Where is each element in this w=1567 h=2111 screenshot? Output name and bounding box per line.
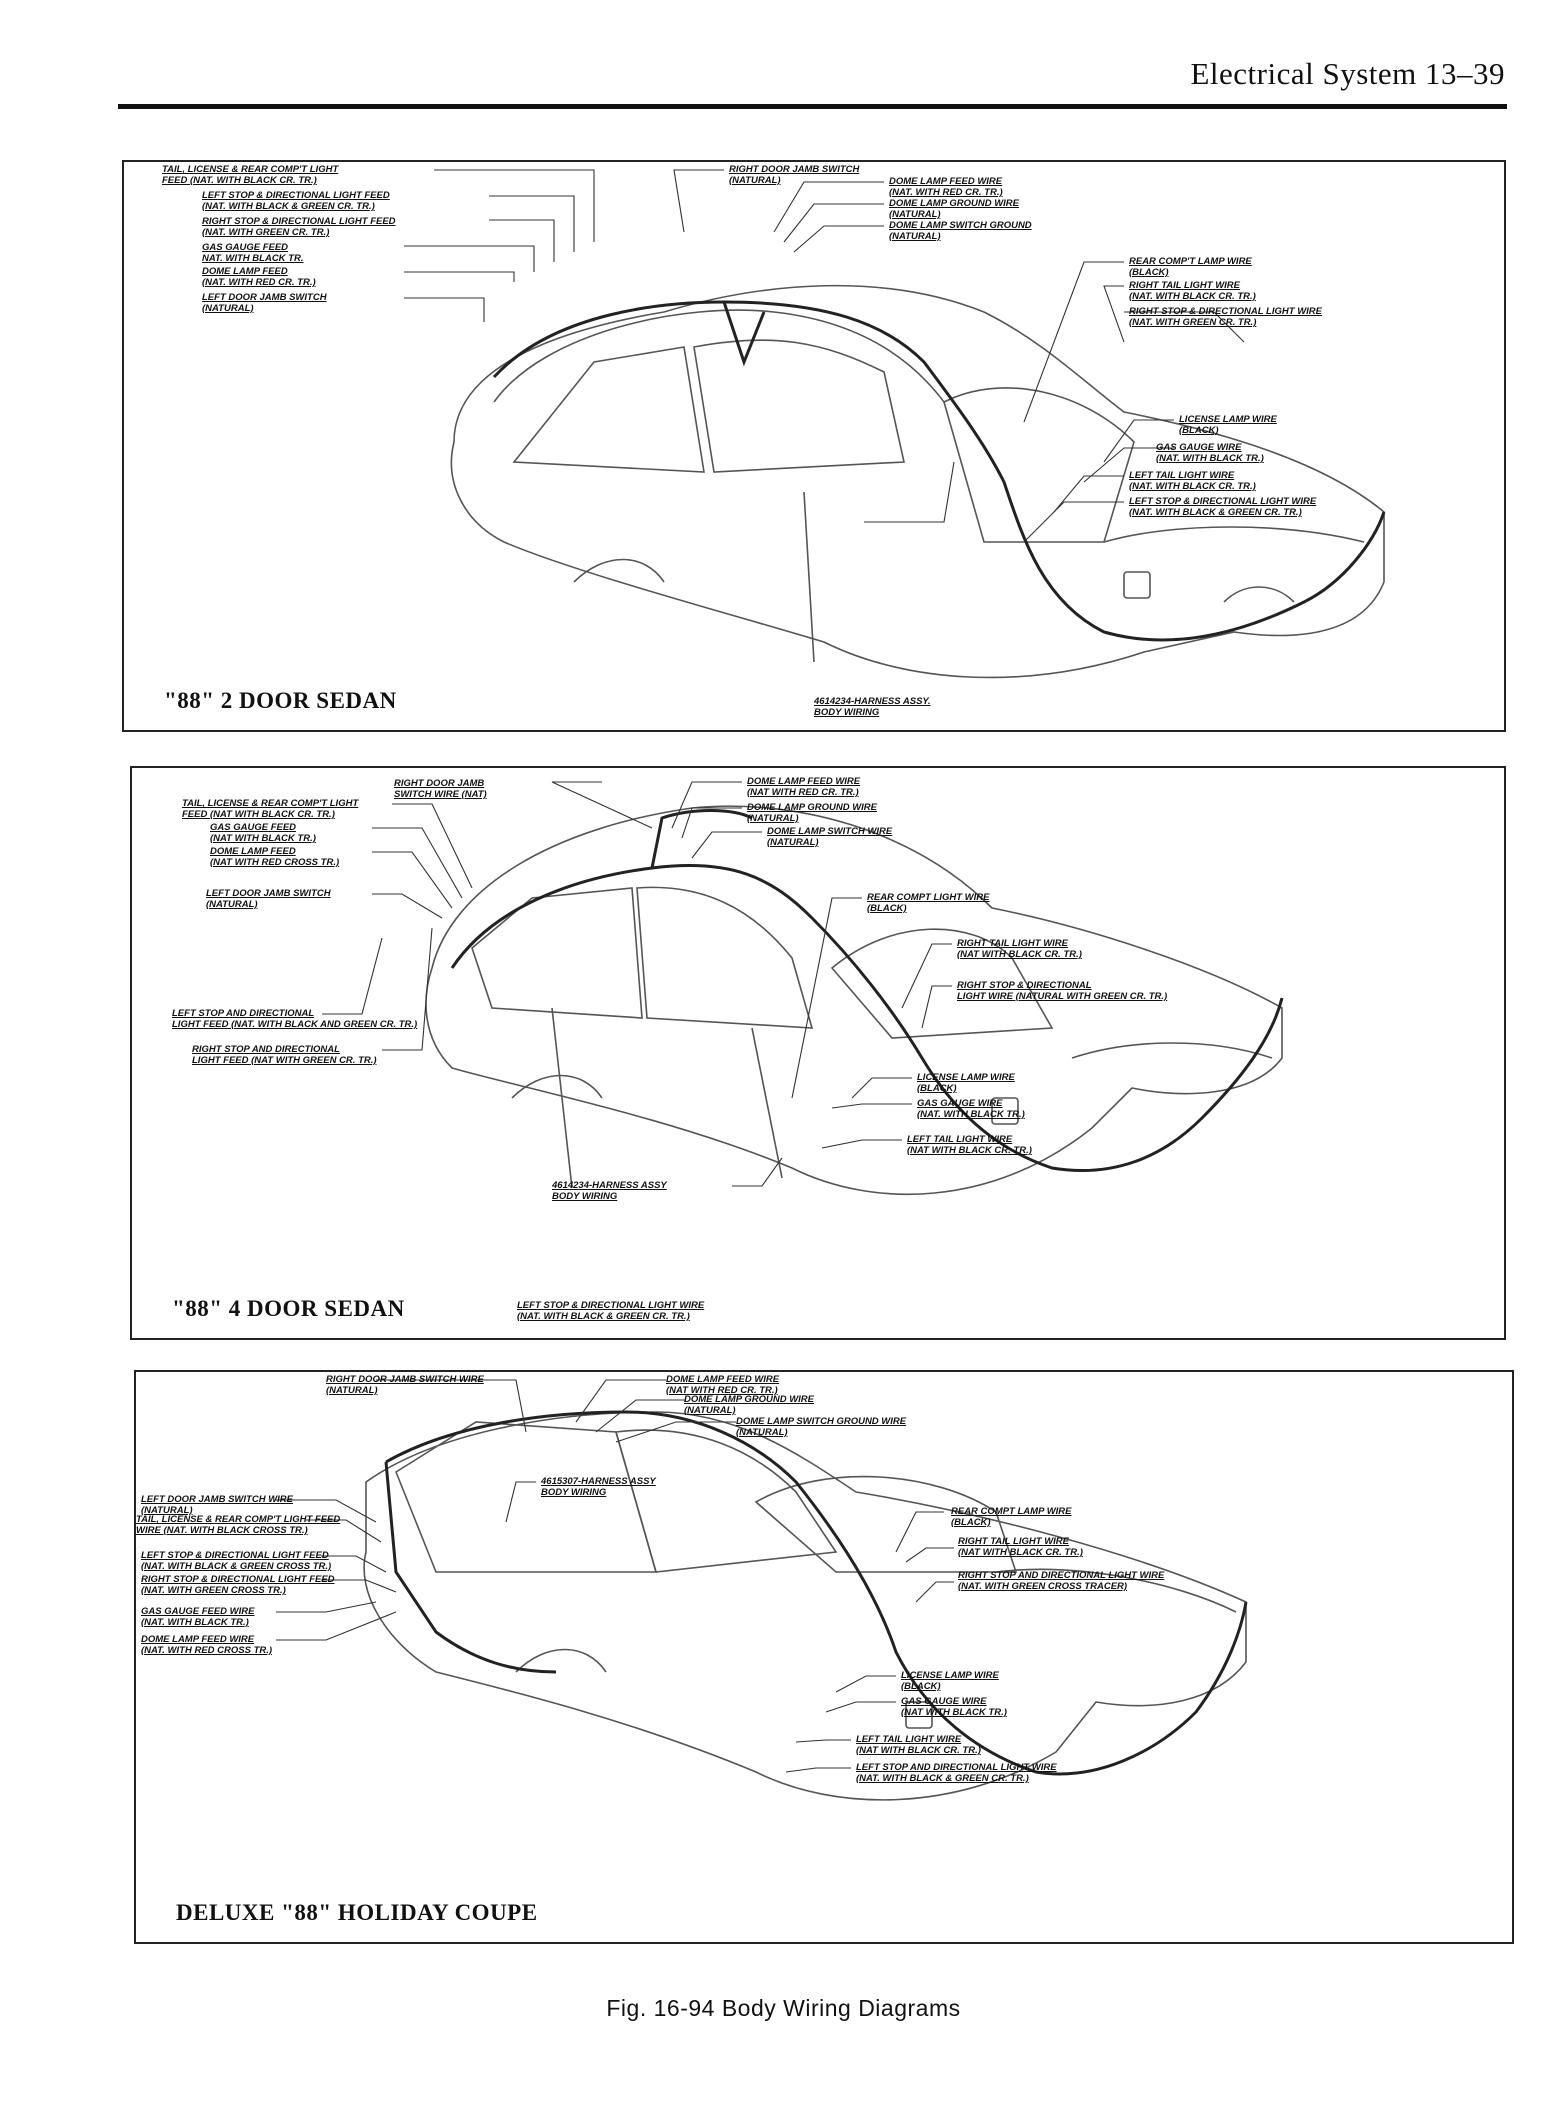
label-license-lamp-wire: LICENSE LAMP WIRE(BLACK) xyxy=(917,1072,1015,1094)
label-left-tail-light-wire: LEFT TAIL LIGHT WIRE(NAT WITH BLACK CR. … xyxy=(856,1734,981,1756)
label-license-lamp-wire: LICENSE LAMP WIRE(BLACK) xyxy=(1179,414,1277,436)
label-right-stop-directional-light-wire: RIGHT STOP AND DIRECTIONAL LIGHT WIRE(NA… xyxy=(958,1570,1165,1592)
label-dome-lamp-feed-wire: DOME LAMP FEED WIRE(NAT. WITH RED CR. TR… xyxy=(889,176,1003,198)
label-dome-lamp-switch-wire: DOME LAMP SWITCH WIRE(NATURAL) xyxy=(767,826,893,848)
label-dome-lamp-feed-wire: DOME LAMP FEED WIRE(NAT WITH RED CR. TR.… xyxy=(666,1374,780,1396)
figure-caption: Fig. 16-94 Body Wiring Diagrams xyxy=(606,1995,961,2021)
header-rule xyxy=(118,104,1507,109)
panel-title: "88" 4 DOOR SEDAN xyxy=(172,1296,405,1321)
label-left-tail-light-wire: LEFT TAIL LIGHT WIRE(NAT WITH BLACK CR. … xyxy=(907,1134,1032,1156)
car-body-illustration xyxy=(404,169,1386,679)
label-right-stop-directional-light-wire: RIGHT STOP & DIRECTIONAL LIGHT WIRE(NAT.… xyxy=(1129,306,1322,328)
label-rear-compt-lamp-wire: REAR COMP'T LAMP WIRE(BLACK) xyxy=(1129,256,1252,278)
panel-title: "88" 2 DOOR SEDAN xyxy=(164,688,397,713)
label-dome-lamp-feed: DOME LAMP FEED(NAT WITH RED CROSS TR.) xyxy=(210,846,340,868)
label-right-door-jamb-switch: RIGHT DOOR JAMB SWITCH(NATURAL) xyxy=(729,164,860,186)
label-gas-gauge-wire: GAS GAUGE WIRE(NAT. WITH BLACK TR.) xyxy=(917,1098,1025,1120)
label-right-tail-light-wire: RIGHT TAIL LIGHT WIRE(NAT WITH BLACK CR.… xyxy=(957,938,1082,960)
label-rear-compt-lamp-wire: REAR COMPT LAMP WIRE(BLACK) xyxy=(951,1506,1072,1528)
panel-title: DELUXE "88" HOLIDAY COUPE xyxy=(176,1900,538,1925)
label-left-door-jamb-switch: LEFT DOOR JAMB SWITCH(NATURAL) xyxy=(202,292,327,314)
label-left-tail-light-wire: LEFT TAIL LIGHT WIRE(NAT. WITH BLACK CR.… xyxy=(1129,470,1256,492)
label-dome-lamp-feed: DOME LAMP FEED(NAT. WITH RED CR. TR.) xyxy=(202,266,316,288)
label-left-door-jamb-switch: LEFT DOOR JAMB SWITCH(NATURAL) xyxy=(206,888,331,910)
label-left-stop-directional-light-wire: LEFT STOP & DIRECTIONAL LIGHT WIRE(NAT. … xyxy=(1129,496,1317,518)
label-dome-lamp-ground-wire: DOME LAMP GROUND WIRE(NATURAL) xyxy=(889,198,1020,220)
label-right-door-jamb-switch-wire: RIGHT DOOR JAMB SWITCH WIRE(NATURAL) xyxy=(326,1374,484,1396)
label-left-stop-directional-light-feed: LEFT STOP & DIRECTIONAL LIGHT FEED(NAT. … xyxy=(141,1550,332,1572)
label-right-stop-directional-light-feed: RIGHT STOP & DIRECTIONAL LIGHT FEED(NAT.… xyxy=(141,1574,335,1596)
label-license-lamp-wire: LICENSE LAMP WIRE(BLACK) xyxy=(901,1670,999,1692)
label-right-tail-light-wire: RIGHT TAIL LIGHT WIRE(NAT. WITH BLACK CR… xyxy=(1129,280,1256,302)
diagram-panel-deluxe-holiday-coupe: RIGHT DOOR JAMB SWITCH WIRE(NATURAL) DOM… xyxy=(134,1370,1514,1944)
label-right-tail-light-wire: RIGHT TAIL LIGHT WIRE(NAT WITH BLACK CR.… xyxy=(958,1536,1083,1558)
label-dome-lamp-switch-ground-wire: DOME LAMP SWITCH GROUND WIRE(NATURAL) xyxy=(736,1416,907,1438)
label-gas-gauge-wire: GAS GAUGE WIRE(NAT WITH BLACK TR.) xyxy=(901,1696,1007,1718)
label-right-stop-directional-light-feed: RIGHT STOP & DIRECTIONAL LIGHT FEED(NAT.… xyxy=(202,216,396,238)
label-dome-lamp-feed-wire: DOME LAMP FEED WIRE(NAT WITH RED CR. TR.… xyxy=(747,776,861,798)
label-rear-compt-light-wire: REAR COMPT LIGHT WIRE(BLACK) xyxy=(867,892,990,914)
label-left-door-jamb-switch-wire: LEFT DOOR JAMB SWITCH WIRE(NATURAL) xyxy=(141,1494,293,1516)
label-gas-gauge-feed-wire: GAS GAUGE FEED WIRE(NAT. WITH BLACK TR.) xyxy=(141,1606,255,1628)
label-dome-lamp-ground-wire: DOME LAMP GROUND WIRE(NATURAL) xyxy=(747,802,878,824)
label-left-stop-directional-light-wire: LEFT STOP & DIRECTIONAL LIGHT WIRE(NAT. … xyxy=(517,1300,705,1322)
page-header: Electrical System 13–39 xyxy=(1190,56,1505,91)
label-dome-lamp-switch-ground: DOME LAMP SWITCH GROUND(NATURAL) xyxy=(889,220,1032,242)
label-gas-gauge-wire: GAS GAUGE WIRE(NAT. WITH BLACK TR.) xyxy=(1156,442,1264,464)
label-left-stop-directional-light-feed: LEFT STOP & DIRECTIONAL LIGHT FEED(NAT. … xyxy=(202,190,390,212)
label-dome-lamp-feed-wire-2: DOME LAMP FEED WIRE(NAT. WITH RED CROSS … xyxy=(141,1634,273,1656)
label-left-stop-directional-light-wire: LEFT STOP AND DIRECTIONAL LIGHT WIRE(NAT… xyxy=(856,1762,1057,1784)
car-body-illustration xyxy=(276,1379,1248,1801)
label-dome-lamp-ground-wire: DOME LAMP GROUND WIRE(NATURAL) xyxy=(684,1394,815,1416)
car-body-illustration xyxy=(322,781,1284,1196)
label-gas-gauge-feed: GAS GAUGE FEED(NAT WITH BLACK TR.) xyxy=(210,822,316,844)
label-harness-assy: 4614234-HARNESS ASSY.BODY WIRING xyxy=(814,696,931,718)
